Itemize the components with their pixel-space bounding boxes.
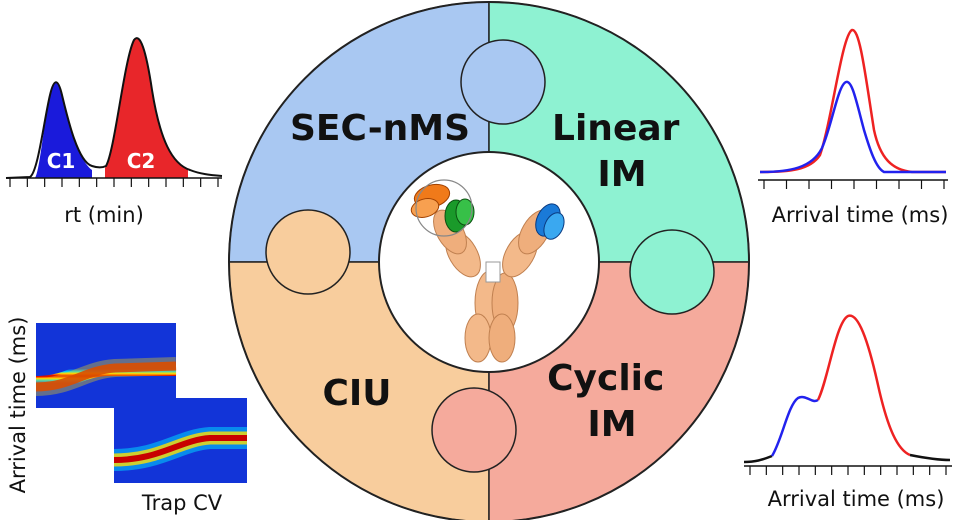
tab-cyclic-into-ciu	[431, 387, 517, 473]
tab-sec-into-linear	[460, 39, 546, 125]
label-cyclic-im: Cyclic IM	[547, 358, 677, 445]
tab-seam-3	[487, 398, 492, 462]
tab-seam-0	[486, 50, 491, 114]
linear-im-blue-trace	[759, 80, 946, 174]
puzzle-wheel: SEC-nMS Linear IM CIU Cyclic IM	[228, 1, 750, 520]
cyclic-im-black-right	[909, 453, 951, 462]
label-ciu: CIU	[322, 373, 391, 414]
sec-peak-c1-fill	[35, 82, 92, 178]
linear-im-x-axis-label: Arrival time (ms)	[772, 203, 949, 227]
tab-linear-into-cyclic	[629, 229, 715, 315]
label-linear-im: Linear IM	[552, 108, 692, 195]
ciu-panel-1-band-halo	[35, 357, 177, 396]
tab-ciu-into-sec	[265, 209, 351, 295]
cyclic-im-x-ticks	[749, 466, 947, 475]
sec-peak-label-c1: C1	[47, 149, 76, 173]
antibody-icon	[410, 179, 565, 363]
linear-im-x-ticks	[763, 180, 945, 189]
linear-im-red-trace	[759, 28, 946, 174]
ciu-panel-1-band-core	[35, 361, 177, 392]
linear-im-chart: Arrival time (ms)	[758, 28, 949, 227]
cyclic-im-blue-trace	[770, 395, 819, 457]
ciu-panel-2-band-core	[113, 435, 247, 463]
sec-chromatogram: C1 C2 rt (min)	[5, 37, 223, 227]
cyclic-im-x-axis-label: Arrival time (ms)	[768, 487, 945, 511]
sec-x-axis-label: rt (min)	[64, 203, 144, 227]
ciu-fingerprint: Arrival time (ms) Trap CV	[6, 317, 247, 515]
puzzle-outer-rim	[228, 1, 750, 520]
tab-seam-2	[276, 260, 340, 265]
cyclic-im-chart: Arrival time (ms)	[743, 314, 952, 511]
ciu-x-axis-label: Trap CV	[141, 491, 223, 515]
cyclic-im-black-left	[743, 454, 773, 464]
ciu-y-axis-label: Arrival time (ms)	[6, 317, 30, 494]
sec-trace	[5, 37, 223, 179]
tab-seam-1	[640, 259, 704, 264]
sec-peak-label-c2: C2	[127, 149, 156, 173]
sec-x-ticks	[9, 178, 219, 187]
label-sec-nms: SEC-nMS	[290, 108, 470, 149]
cyclic-im-red-trace	[816, 314, 911, 457]
